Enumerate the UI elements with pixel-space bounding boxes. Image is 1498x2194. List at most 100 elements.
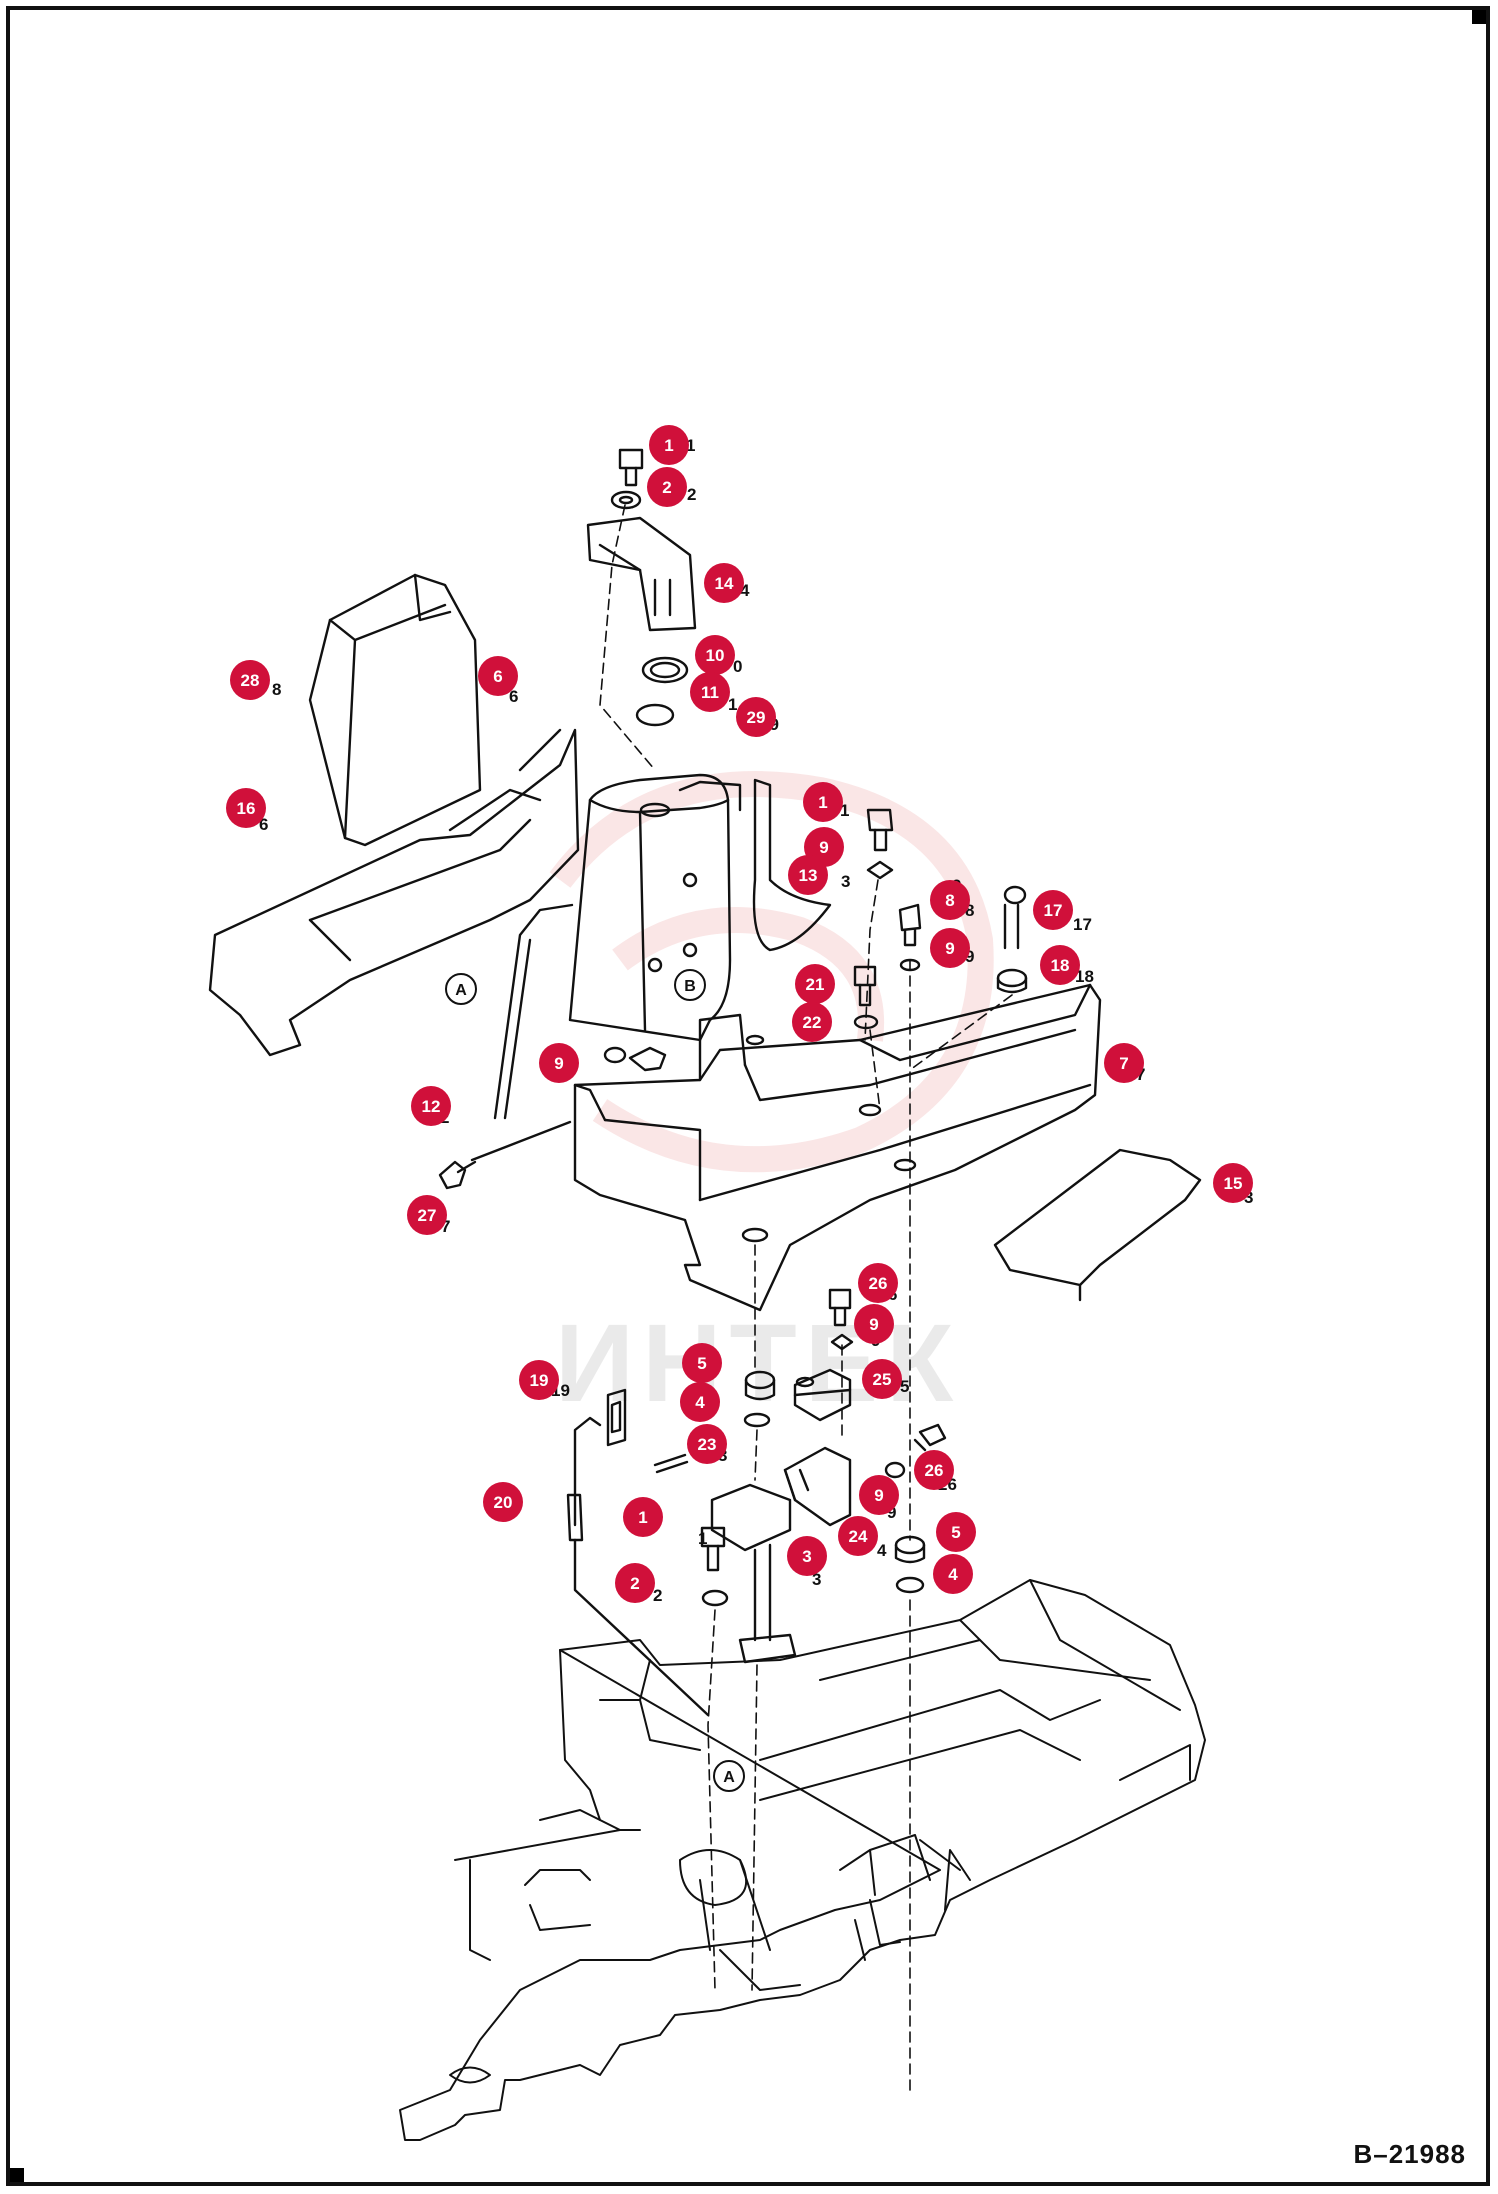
callout-8: 8 — [930, 880, 970, 920]
callout-9: 9 — [854, 1304, 894, 1344]
callout-number: 9 — [874, 1486, 883, 1505]
bracket-25 — [793, 1368, 852, 1422]
side-label: 6 — [509, 687, 518, 706]
cover-bracket — [586, 516, 697, 632]
callout-circle — [1040, 945, 1080, 985]
view-marker-A: A — [445, 973, 477, 1005]
callout-number: 29 — [747, 708, 766, 727]
side-label: 17 — [1073, 915, 1092, 934]
callout-circle — [690, 672, 730, 712]
callout-circle — [649, 425, 689, 465]
callout-circle — [407, 1195, 447, 1235]
side-label: 3 — [1244, 1188, 1253, 1207]
callout-circle — [787, 1536, 827, 1576]
view-marker-letter: A — [723, 1769, 735, 1786]
callout-circle — [623, 1497, 663, 1537]
side-label: 3 — [841, 872, 850, 891]
callout-circle — [680, 1382, 720, 1422]
callout-number: 9 — [819, 838, 828, 857]
callout-number: 8 — [945, 891, 954, 910]
view-marker-circle — [713, 1760, 745, 1792]
view-marker-letter: B — [684, 978, 696, 995]
callout-5: 5 — [936, 1512, 976, 1552]
callout-25: 25 — [862, 1359, 902, 1399]
view-marker-circle — [674, 969, 706, 1001]
rod-20 — [566, 1416, 710, 1717]
callout-13: 13 — [788, 855, 828, 895]
pin-17 — [1003, 885, 1027, 950]
callout-26: 26 — [914, 1450, 954, 1490]
callout-12: 12 — [411, 1086, 451, 1126]
callout-circle — [704, 563, 744, 603]
callout-circle — [483, 1482, 523, 1522]
callout-4: 4 — [680, 1382, 720, 1422]
callout-number: 1 — [638, 1508, 647, 1527]
side-label: 2 — [653, 1586, 662, 1605]
callout-number: 4 — [695, 1393, 705, 1412]
callout-23: 23 — [687, 1424, 727, 1464]
callout-number: 1 — [818, 793, 827, 812]
callout-5: 5 — [682, 1343, 722, 1383]
side-label: 18 — [1075, 967, 1094, 986]
callout-number: 10 — [706, 646, 725, 665]
callout-1: 1 — [649, 425, 689, 465]
bushing-5-4-right — [894, 1535, 926, 1594]
callout-17: 17 — [1033, 890, 1073, 930]
view-marker-B: B — [674, 969, 706, 1001]
callout-2: 2 — [647, 467, 687, 507]
callout-number: 17 — [1044, 901, 1063, 920]
callout-number: 23 — [698, 1435, 717, 1454]
floor-base — [573, 983, 1102, 1312]
side-label: 4 — [740, 581, 750, 600]
callout-number: 24 — [849, 1527, 868, 1546]
side-label: 4 — [877, 1541, 887, 1560]
callout-27: 27 — [407, 1195, 447, 1235]
callout-circle — [1033, 890, 1073, 930]
callout-number: 19 — [530, 1371, 549, 1390]
callout-28: 28 — [230, 660, 270, 700]
corner-mark-top-right — [1472, 10, 1486, 24]
side-label: 1 — [686, 436, 695, 455]
callout-4: 4 — [933, 1554, 973, 1594]
side-label: 9 — [887, 1503, 896, 1522]
view-marker-circle — [445, 973, 477, 1005]
callout-number: 2 — [662, 478, 671, 497]
callout-number: 25 — [873, 1370, 892, 1389]
bolt-26-upper — [828, 1288, 854, 1351]
knob-18 — [996, 968, 1028, 994]
side-label: 7 — [1136, 1065, 1145, 1084]
callout-26: 26 — [858, 1263, 898, 1303]
callout-number: 9 — [945, 939, 954, 958]
callout-circle — [539, 1043, 579, 1083]
drawing-reference-number: B–21988 — [1353, 2139, 1466, 2169]
callout-number: 18 — [1051, 956, 1070, 975]
callout-circle — [803, 782, 843, 822]
bolt-console — [603, 1046, 667, 1072]
console-tower — [568, 773, 742, 1042]
callout-number: 6 — [493, 667, 502, 686]
callout-number: 22 — [803, 1013, 822, 1032]
side-label: 7 — [441, 1217, 450, 1236]
latch-19 — [606, 1388, 627, 1447]
left-side-cover — [308, 573, 482, 847]
callout-14: 14 — [704, 563, 744, 603]
callout-number: 9 — [869, 1315, 878, 1334]
callout-21: 21 — [795, 964, 835, 1004]
mount-3 — [710, 1483, 797, 1664]
callout-10: 10 — [695, 635, 735, 675]
bolt-top — [610, 448, 644, 510]
callout-circle — [687, 1424, 727, 1464]
side-label: 1 — [840, 801, 849, 820]
assembly-lines — [599, 504, 1013, 2091]
callout-circle — [1213, 1163, 1253, 1203]
callout-circle — [859, 1475, 899, 1515]
callout-circle — [230, 660, 270, 700]
callout-number: 28 — [241, 671, 260, 690]
callout-22: 22 — [792, 1002, 832, 1042]
corner-mark-bottom-left — [10, 2168, 24, 2182]
side-label: 0 — [733, 657, 742, 676]
callout-circle — [854, 1304, 894, 1344]
callout-number: 11 — [701, 683, 719, 702]
callout-circle — [838, 1516, 878, 1556]
